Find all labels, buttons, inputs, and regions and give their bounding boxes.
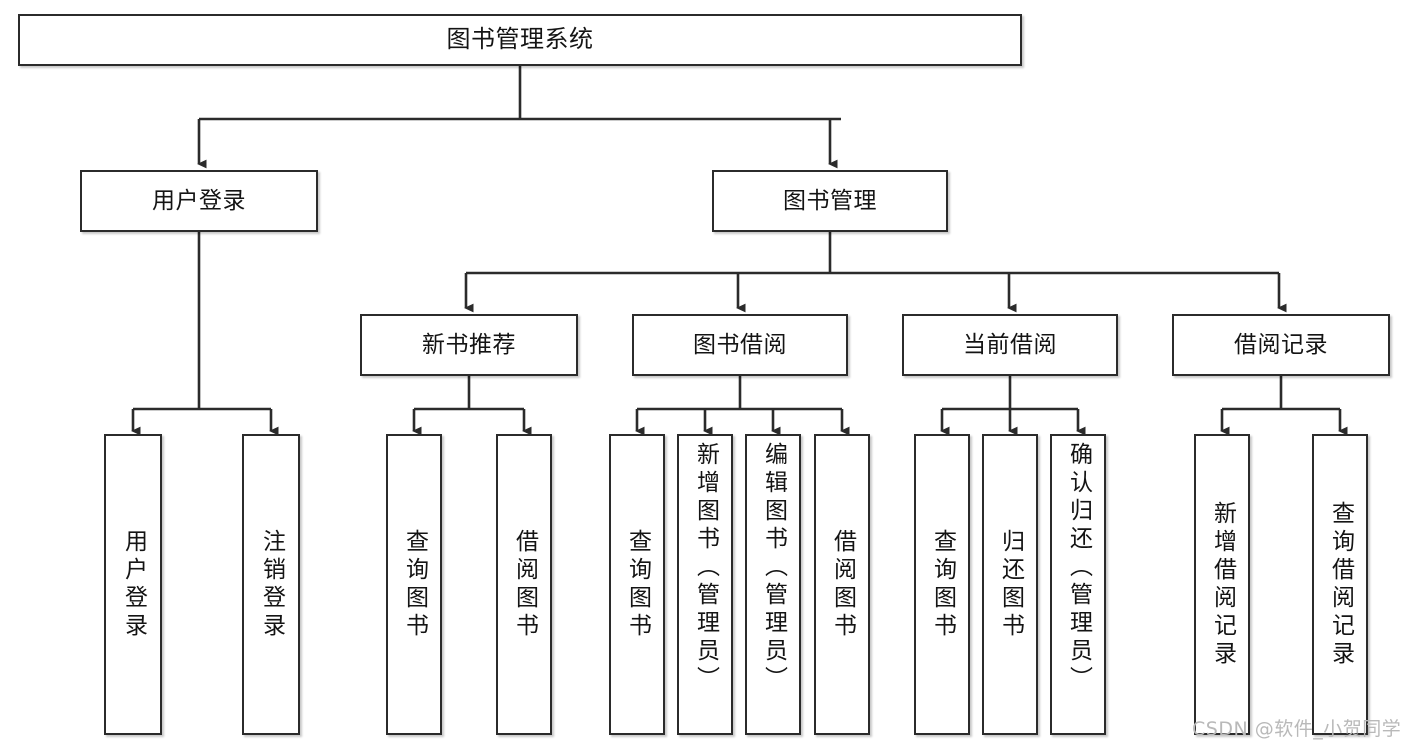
- leaf-confirm-return[interactable]: 确认归还（管理员）: [1050, 434, 1106, 735]
- node-label: 借阅图书: [829, 528, 856, 641]
- node-label: 注销登录: [258, 528, 285, 641]
- watermark-text: CSDN @软件_小贺同学: [1192, 718, 1402, 740]
- node-label: 查询图书: [929, 528, 956, 641]
- node-label: 确认归还（管理员）: [1065, 442, 1092, 694]
- leaf-text-wrap: 新增借阅记录: [1196, 436, 1248, 733]
- leaf-add-book[interactable]: 新增图书（管理员）: [677, 434, 733, 735]
- node-label: 用户登录: [120, 528, 147, 641]
- leaf-text-wrap: 归还图书: [984, 436, 1036, 733]
- node-label: 查询图书: [624, 528, 651, 641]
- node-label: 查询图书: [401, 528, 428, 641]
- leaf-add-record[interactable]: 新增借阅记录: [1194, 434, 1250, 735]
- leaf-text-wrap: 确认归还（管理员）: [1052, 436, 1104, 739]
- node-label: 新书推荐: [422, 331, 516, 358]
- node-label: 图书管理系统: [446, 25, 594, 54]
- node-label: 新增图书（管理员）: [692, 442, 719, 694]
- leaf-text-wrap: 编辑图书（管理员）: [747, 436, 799, 739]
- leaf-text-wrap: 用户登录: [106, 436, 160, 733]
- leaf-logout[interactable]: 注销登录: [242, 434, 300, 735]
- node-book-borrow[interactable]: 图书借阅: [632, 314, 848, 376]
- node-label: 查询借阅记录: [1327, 500, 1354, 669]
- leaf-text-wrap: 查询图书: [916, 436, 968, 733]
- leaf-text-wrap: 新增图书（管理员）: [679, 436, 731, 739]
- leaf-borrow-book-2[interactable]: 借阅图书: [814, 434, 870, 735]
- leaf-text-wrap: 查询图书: [611, 436, 663, 733]
- leaf-borrow-book-1[interactable]: 借阅图书: [496, 434, 552, 735]
- node-current-borrow[interactable]: 当前借阅: [902, 314, 1118, 376]
- leaf-query-record[interactable]: 查询借阅记录: [1312, 434, 1368, 735]
- leaf-text-wrap: 注销登录: [244, 436, 298, 733]
- node-label: 当前借阅: [963, 331, 1057, 358]
- leaf-query-book-3[interactable]: 查询图书: [914, 434, 970, 735]
- node-book-manage[interactable]: 图书管理: [712, 170, 948, 232]
- node-label: 图书管理: [783, 187, 877, 214]
- node-label: 归还图书: [997, 528, 1024, 641]
- leaf-edit-book[interactable]: 编辑图书（管理员）: [745, 434, 801, 735]
- leaf-user-login[interactable]: 用户登录: [104, 434, 162, 735]
- node-borrow-record[interactable]: 借阅记录: [1172, 314, 1390, 376]
- node-label: 借阅图书: [511, 528, 538, 641]
- node-user-login[interactable]: 用户登录: [80, 170, 318, 232]
- leaf-query-book-1[interactable]: 查询图书: [386, 434, 442, 735]
- leaf-query-book-2[interactable]: 查询图书: [609, 434, 665, 735]
- node-root-system[interactable]: 图书管理系统: [18, 14, 1022, 66]
- node-new-book-recommend[interactable]: 新书推荐: [360, 314, 578, 376]
- node-label: 用户登录: [152, 187, 246, 214]
- leaf-text-wrap: 借阅图书: [498, 436, 550, 733]
- leaf-text-wrap: 借阅图书: [816, 436, 868, 733]
- node-label: 编辑图书（管理员）: [760, 442, 787, 694]
- node-label: 借阅记录: [1234, 331, 1328, 358]
- node-label: 图书借阅: [693, 331, 787, 358]
- leaf-text-wrap: 查询图书: [388, 436, 440, 733]
- leaf-text-wrap: 查询借阅记录: [1314, 436, 1366, 733]
- node-label: 新增借阅记录: [1209, 500, 1236, 669]
- leaf-return-book[interactable]: 归还图书: [982, 434, 1038, 735]
